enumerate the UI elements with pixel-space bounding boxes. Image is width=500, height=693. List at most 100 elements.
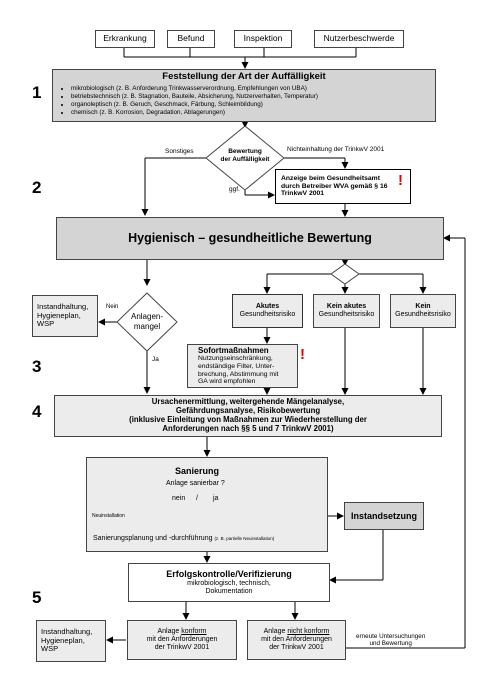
konform-line: mit den Anforderungen	[146, 635, 218, 643]
instandhaltung-line: Hygieneplan,	[37, 310, 81, 320]
trigger-inspektion: Inspektion	[234, 30, 292, 48]
diamond-line: der Auffälligkeit	[220, 155, 270, 163]
instandhaltung-line: Instandhaltung,	[37, 302, 89, 312]
sanierung-nein: nein	[172, 495, 186, 502]
erfolg-title: Erfolgskontrolle/Verifizierung	[166, 569, 292, 580]
risk-title: Kein	[415, 302, 431, 310]
nicht-konform-line: der TrinkwV 2001	[269, 644, 324, 652]
feststellung-box: Feststellung der Art der Auffälligkeit m…	[52, 69, 436, 122]
risk-sub: Gesundheitsrisiko	[318, 311, 375, 318]
risk-sub: Gesundheitsrisiko	[395, 311, 451, 318]
planung-note: (z. B. partielle Neuinstallation)	[214, 536, 275, 541]
sofort-title: Sofortmaßnahmen	[198, 345, 269, 355]
step-number-2: 2	[32, 178, 42, 197]
sanierung-question: Anlage sanierbar ?	[166, 480, 225, 487]
risk-not-acute-box: Kein akutes Gesundheitsrisiko	[313, 294, 380, 328]
diamond-line: mangel	[133, 322, 161, 331]
ursachen-box: Ursachenermittlung, weitergehende Mängel…	[54, 395, 442, 437]
sofort-line: GA wird empfohlen	[198, 378, 256, 386]
risk-title: Kein akutes	[326, 302, 367, 310]
sofortmassnahmen-box: Sofortmaßnahmen Nutzungseinschränkung, e…	[187, 344, 298, 388]
warning-exclamation-icon: !	[398, 172, 403, 189]
risk-branch-diamond	[330, 263, 360, 285]
erfolgskontrolle-box: Erfolgskontrolle/Verifizierung mikrobiol…	[128, 563, 330, 602]
konform-pre: Anlage	[157, 627, 182, 635]
anzeige-box: Anzeige beim Gesundheitsamt durch Betrei…	[275, 169, 411, 204]
feststellung-item: chemisch (z. B. Korrosion, Degradation, …	[71, 109, 318, 117]
trigger-label: Nutzerbeschwerde	[323, 33, 395, 44]
feststellung-title: Feststellung der Art der Auffälligkeit	[162, 71, 326, 82]
trigger-label: Befund	[177, 33, 205, 44]
instandhaltung-line: Instandhaltung,	[41, 627, 93, 637]
warning-exclamation-icon: !	[300, 346, 305, 363]
instandhaltung-line: WSP	[41, 644, 59, 654]
trigger-label: Erkrankung	[103, 33, 147, 44]
planung-text: Sanierungsplanung und -durchführung	[93, 535, 213, 542]
label-ggf: ggf.	[229, 186, 240, 193]
trigger-label: Inspektion	[243, 33, 283, 44]
instandhaltung-top-box: Instandhaltung, Hygieneplan, WSP	[32, 295, 98, 337]
anzeige-line: Anzeige beim Gesundheitsamt	[281, 174, 380, 182]
erneute-line: und Bewertung	[369, 640, 412, 647]
instandsetzung-box: Instandsetzung	[344, 502, 424, 530]
erfolg-line: Dokumentation	[205, 587, 253, 595]
anzeige-line: durch Betreiber WVA gemäß § 16	[281, 182, 388, 190]
nicht-konform-pre: Anlage	[263, 627, 288, 635]
diamond-line: Anlagen-	[130, 312, 164, 321]
anzeige-line: TrinkwV 2001	[281, 190, 325, 198]
anlagenmangel-diamond-shape	[116, 292, 178, 352]
feststellung-item: organoleptisch (z. B. Geruch, Geschmack,…	[71, 101, 318, 109]
label-ja: Ja	[152, 356, 159, 363]
ursachen-line: (inklusive Einleitung von Maßnahmen zur …	[129, 415, 367, 424]
risk-title: Akutes	[255, 302, 280, 310]
step-number-1: 1	[32, 83, 42, 102]
anlagenmangel-label: Anlagen- mangel	[122, 312, 172, 332]
sofort-line: brechung, Abstimmung mit	[198, 370, 279, 378]
nicht-konform-word: nicht konform	[287, 627, 330, 635]
label-sonstiges: Sonstiges	[165, 148, 194, 155]
trigger-erkrankung: Erkrankung	[95, 30, 155, 48]
step-number-5: 5	[32, 588, 42, 607]
sanierung-title: Sanierung	[175, 466, 220, 476]
erfolg-line: mikrobiologisch, technisch,	[187, 579, 271, 587]
trigger-befund: Befund	[167, 30, 215, 48]
bewertung-diamond-shape	[205, 125, 285, 191]
nicht-konform-line: mit den Anforderungen	[261, 635, 332, 643]
sanierung-slash: /	[196, 495, 198, 502]
label-nein: Nein	[106, 304, 119, 310]
risk-sub: Gesundheitsrisiko	[239, 311, 296, 318]
nicht-konform-box: Anlage nicht konform mit den Anforderung…	[247, 620, 346, 660]
ursachen-line: Ursachenermittlung, weitergehende Mängel…	[151, 397, 345, 407]
step-number-3: 3	[32, 357, 42, 376]
instandhaltung-line: WSP	[37, 319, 55, 329]
neuinstallation-label: Neuinstallation	[92, 513, 125, 519]
konform-box: Anlage konform mit den Anforderungen der…	[127, 620, 237, 660]
sofort-line: Nutzungseinschränkung,	[198, 354, 273, 362]
step-number-4: 4	[32, 402, 42, 421]
instandhaltung-bottom-box: Instandhaltung, Hygieneplan, WSP	[36, 620, 106, 662]
diamond-line: Bewertung	[228, 148, 262, 155]
sanierung-ja: ja	[213, 495, 219, 502]
ursachen-line: Gefährdungsanalyse, Risikobewertung	[175, 406, 321, 416]
sanierung-box	[86, 457, 328, 552]
bewertung-diamond-label: Bewertung der Auffälligkeit	[212, 148, 278, 164]
feststellung-item: mikrobiologisch (z. B. Anforderung Trink…	[71, 85, 318, 93]
erneute-label: erneute Untersuchungen und Bewertung	[356, 633, 425, 647]
hygienisch-title: Hygienisch – gesundheitliche Bewertung	[128, 231, 372, 246]
sanierungsplanung-label: Sanierungsplanung und -durchführung (z. …	[93, 535, 274, 542]
erneute-line: erneute Untersuchungen	[356, 633, 426, 640]
ursachen-line: Anforderungen nach §§ 5 und 7 TrinkwV 20…	[162, 423, 334, 433]
sofort-line: endständige Filter, Unter-	[198, 362, 275, 370]
feststellung-item: betriebstechnisch (z. B. Stagnation, Bau…	[71, 93, 318, 101]
instandsetzung-label: Instandsetzung	[350, 510, 417, 521]
trigger-nutzerbeschwerde: Nutzerbeschwerde	[314, 30, 404, 48]
hygienisch-box: Hygienisch – gesundheitliche Bewertung	[56, 217, 444, 260]
feststellung-list: mikrobiologisch (z. B. Anforderung Trink…	[59, 85, 318, 116]
risk-acute-box: Akutes Gesundheitsrisiko	[232, 294, 303, 328]
label-nichteinhaltung: Nichteinhaltung der TrinkwV 2001	[287, 146, 385, 153]
konform-line: der TrinkwV 2001	[154, 644, 210, 652]
instandhaltung-line: Hygieneplan,	[41, 635, 85, 645]
konform-word: konform	[181, 627, 207, 635]
risk-none-box: Kein Gesundheitsrisiko	[390, 294, 456, 328]
